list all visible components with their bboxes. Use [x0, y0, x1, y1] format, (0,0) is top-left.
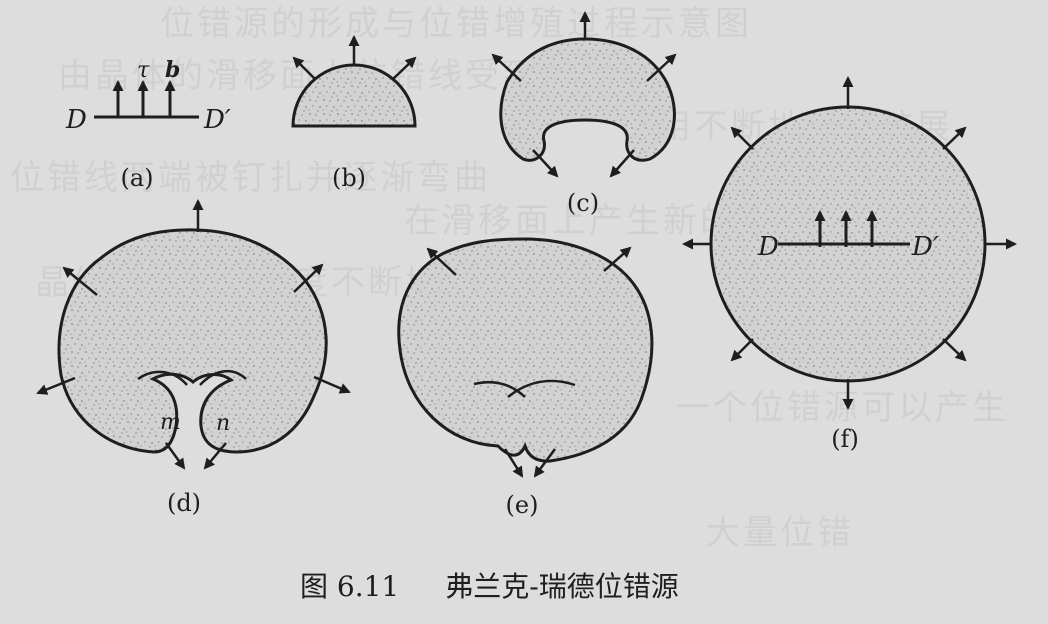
loop-e-arrow-bottom-right: [533, 448, 557, 478]
loop-f-arrow-lower-right: [942, 338, 967, 362]
loop-d-arrow-right: [313, 375, 351, 394]
figure-caption: 图 6.11 弗兰克-瑞德位错源: [300, 565, 679, 605]
half-loop-shape: [291, 63, 417, 128]
panel-f: D D′: [682, 76, 1017, 410]
d-left-label-f: D: [757, 232, 779, 262]
crossing-arc-left: [473, 380, 526, 398]
caption-title: 弗兰克-瑞德位错源: [445, 570, 679, 603]
d-right-label-a: D′: [203, 105, 231, 135]
m-pinning-arc: [137, 370, 188, 386]
d-right-label-f: D′: [911, 232, 939, 262]
loop-d-arrow-left: [36, 376, 76, 395]
cap-arrow-right: [646, 53, 677, 82]
panel-b: [291, 35, 417, 128]
loop-e-arrow-upper-right: [603, 246, 632, 272]
loop-e-arrow-upper-left: [426, 247, 457, 276]
m-label: m: [160, 410, 181, 435]
crossing-arc-right: [507, 379, 576, 398]
loop-d-arrow-upper-right: [293, 263, 324, 293]
cap-arrow-bottom-left: [532, 149, 559, 178]
caption-number: 图 6.11: [300, 570, 400, 603]
expanding-loop-shape: [57, 228, 328, 454]
loop-f-arrow-upper-right: [942, 126, 967, 150]
n-label: n: [216, 411, 230, 436]
panel-label-d: (d): [166, 489, 202, 517]
loop-d-arrow-upper-left: [62, 266, 98, 296]
panel-a: τ b D D′: [65, 57, 231, 135]
cap-loop-shape: [499, 37, 676, 162]
loop-f-arrow-lower-left: [730, 338, 754, 362]
loop-e-arrow-bottom-left: [503, 448, 524, 478]
panel-label-b: (b): [331, 164, 367, 192]
loop-f-arrow-upper-left: [730, 126, 754, 150]
cap-arrow-left: [491, 53, 522, 82]
near-closed-loop-shape: [397, 237, 654, 463]
panel-d: m n: [36, 199, 351, 470]
panel-e: [397, 237, 654, 478]
d-left-label-a: D: [65, 105, 87, 135]
loop-d-arrow-bottom-right: [203, 442, 227, 470]
panel-c: [491, 11, 677, 178]
loop-d-arrow-bottom-left: [164, 442, 186, 470]
b-label: b: [165, 57, 180, 83]
half-loop-arrow-right: [391, 56, 417, 81]
panel-label-c: (c): [566, 189, 600, 217]
tau-label: τ: [137, 58, 150, 83]
cap-arrow-bottom-right: [609, 149, 635, 178]
n-pinning-arc: [199, 369, 247, 386]
half-loop-arrow-left: [292, 56, 317, 81]
panel-label-e: (e): [505, 491, 539, 519]
panel-label-f: (f): [831, 425, 859, 453]
panel-label-a: (a): [120, 164, 154, 192]
